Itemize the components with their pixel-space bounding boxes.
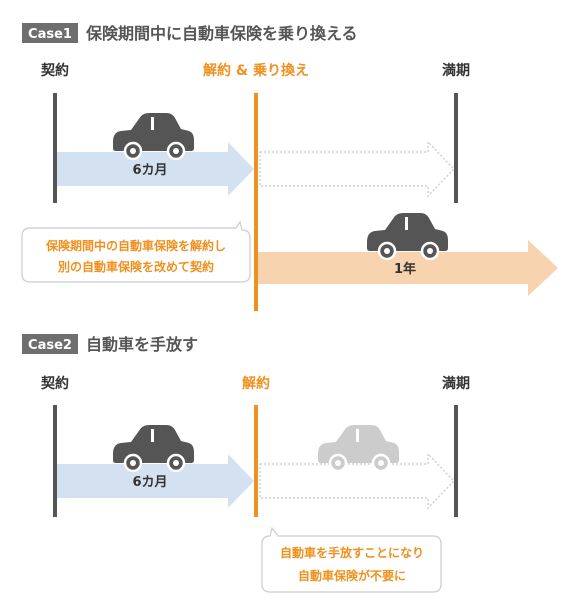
case2-period-label: 6カ月: [132, 475, 167, 490]
case2-callout-line2: 自動車保険が不要に: [298, 568, 406, 583]
case1-remaining-dotted-arrow: [259, 140, 456, 198]
case1-label-end: 満期: [442, 62, 470, 79]
case1-new-car-icon: [367, 213, 448, 261]
case2-cancel-line: [254, 405, 258, 517]
case2-end-line: [454, 405, 458, 517]
case1-callout-line2: 別の自動車保険を改めて契約: [57, 259, 214, 274]
case1-label-middle: 解約 & 乗り換え: [203, 62, 309, 79]
case1-tag-bg: [22, 23, 78, 43]
case2-section: Case2 自動車を手放す 契約 解約 満期 6カ月: [22, 334, 470, 593]
case2-start-line: [53, 405, 57, 517]
case1-callout-line1: 保険期間中の自動車保険を解約し: [45, 238, 226, 253]
case1-period-arrow: [57, 142, 254, 196]
case1-section: Case1 保険期間中に自動車保険を乗り換える 契約 解約 & 乗り換え 満期 …: [21, 23, 558, 311]
case2-label-middle: 解約: [242, 375, 270, 392]
case2-car-icon: [113, 425, 194, 473]
case1-car-icon: [113, 113, 194, 161]
case2-callout-line1: 自動車を手放すことになり: [280, 545, 424, 560]
case1-title: 保険期間中に自動車保険を乗り換える: [85, 24, 358, 43]
case2-period-arrow: [57, 454, 254, 508]
case2-title: 自動車を手放す: [86, 335, 198, 354]
case1-new-period-label: 1年: [394, 261, 416, 277]
case1-end-line: [454, 93, 458, 203]
case1-new-period-arrow: [258, 240, 558, 296]
case1-label-start: 契約: [40, 62, 69, 79]
case1-start-line: [53, 93, 57, 203]
case2-label-start: 契約: [40, 375, 69, 392]
case1-cancel-line: [254, 93, 258, 311]
case2-released-car-icon: [318, 425, 399, 473]
case2-callout-bubble: [261, 526, 442, 593]
case1-period-label: 6カ月: [132, 163, 167, 178]
case2-tag-bg: [22, 334, 78, 354]
case1-tag: Case1: [28, 27, 72, 42]
case2-label-end: 満期: [442, 375, 470, 392]
case2-remaining-dotted-arrow: [259, 452, 456, 510]
case1-callout-bubble: [21, 220, 251, 283]
case2-tag: Case2: [28, 338, 72, 353]
